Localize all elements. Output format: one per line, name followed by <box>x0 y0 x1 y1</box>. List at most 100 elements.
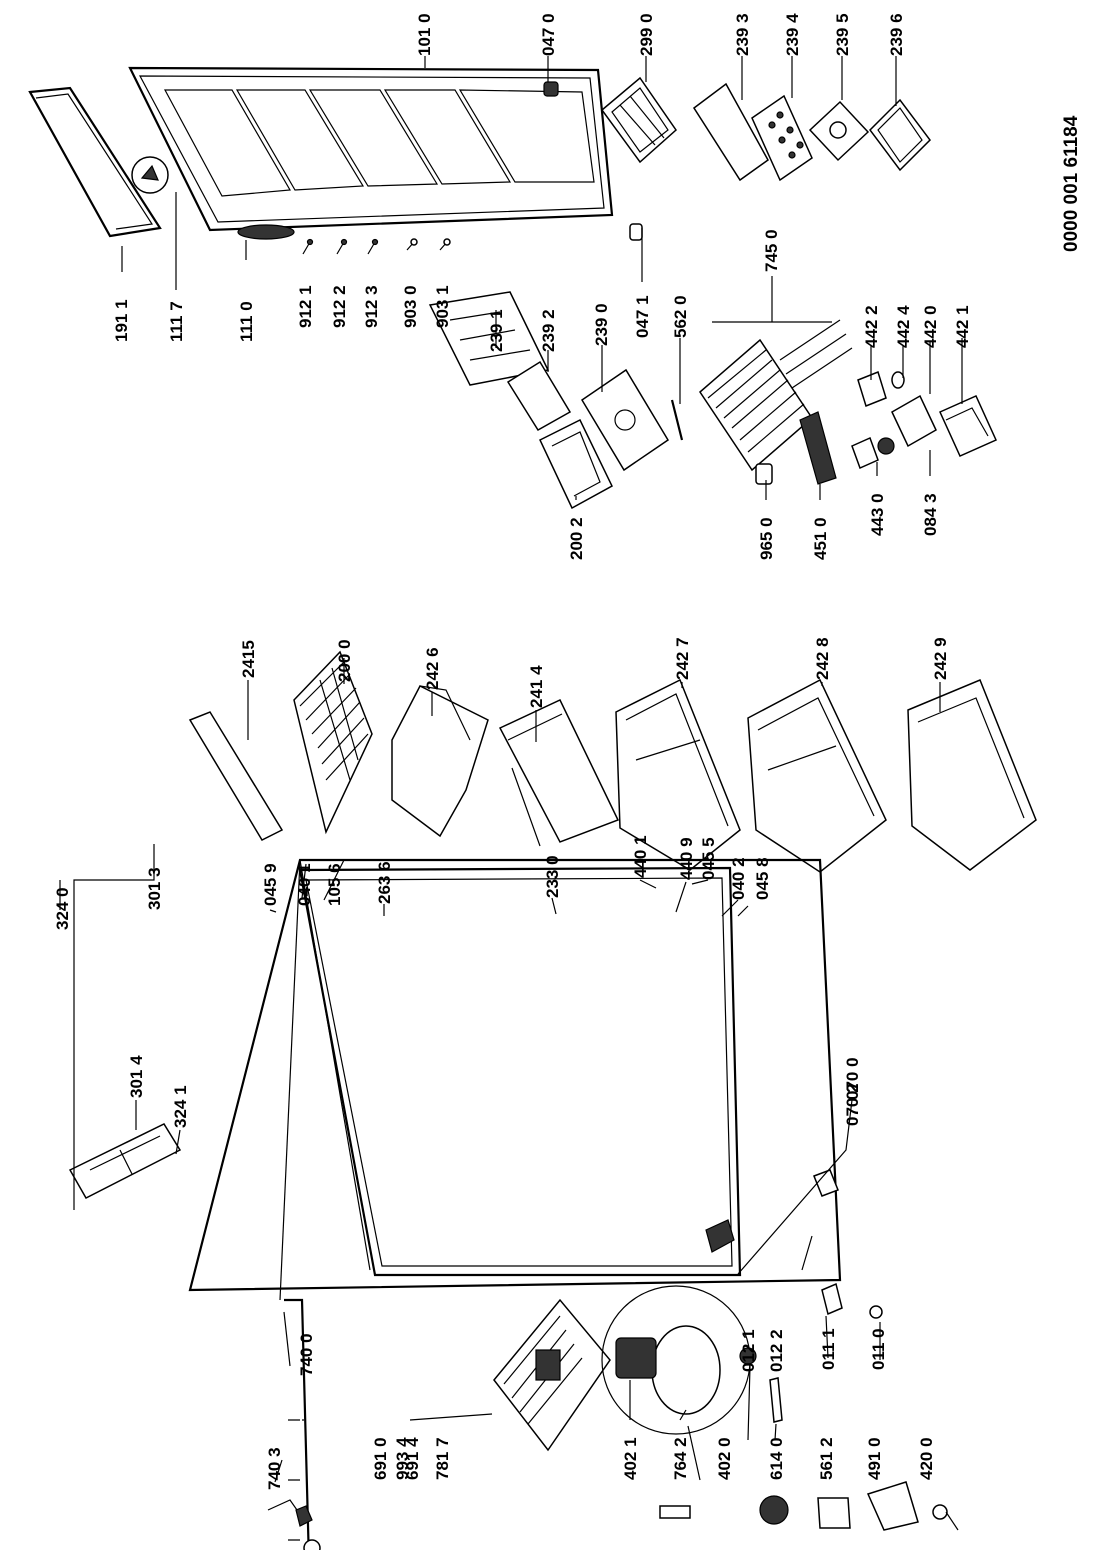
label-0121: 012 1 <box>739 1329 758 1372</box>
label-7403: 740 3 <box>265 1447 284 1490</box>
clip-9650 <box>755 463 773 485</box>
label-4420: 442 0 <box>921 305 940 348</box>
hinge-0471 <box>629 223 643 241</box>
label-2415: 2415 <box>239 640 258 678</box>
panel-2392 <box>506 360 572 432</box>
label-0458: 045 8 <box>753 857 772 900</box>
label-4020: 402 0 <box>715 1437 734 1480</box>
label-6140: 614 0 <box>767 1437 786 1480</box>
document-code: 0000 001 61184 <box>1061 115 1082 252</box>
cabinet-body <box>188 858 842 1301</box>
label-5620: 562 0 <box>671 295 690 338</box>
label-0401: 040 1 <box>295 863 314 906</box>
evaporator-7450 <box>699 319 853 472</box>
shelf-rail-2415 <box>188 711 284 841</box>
label-9121: 912 1 <box>296 285 315 328</box>
label-9934: 993 4 <box>393 1437 412 1480</box>
label-2990: 299 0 <box>637 13 656 56</box>
label-0402: 040 2 <box>729 857 748 900</box>
drawer-2429 <box>907 679 1037 871</box>
label-7450: 745 0 <box>762 229 781 272</box>
label-9030: 903 0 <box>401 285 420 328</box>
wire-shelf-2000 <box>293 650 373 835</box>
label-4401: 440 1 <box>631 835 650 878</box>
label-7400: 740 0 <box>297 1333 316 1376</box>
compressor-4020 <box>601 1285 783 1435</box>
label-0110: 011 0 <box>869 1328 888 1370</box>
label-2330: 233 0 <box>543 855 562 898</box>
feet-0110 <box>813 1169 883 1319</box>
label-2000: 200 0 <box>335 639 354 682</box>
label-0702: 070 2 <box>843 1083 862 1126</box>
label-0111: 011 1 <box>819 1328 838 1370</box>
pin-5620 <box>670 399 684 441</box>
side-strip-7400 <box>284 1298 310 1550</box>
label-2395: 239 5 <box>833 13 852 56</box>
cover-plate-2391 <box>428 291 550 386</box>
label-2636: 263 6 <box>375 861 394 904</box>
label-2429: 242 9 <box>931 637 950 680</box>
fan-cover-9934 <box>493 1298 611 1452</box>
label-9031: 903 1 <box>433 285 452 328</box>
hinge-clip-0470 <box>543 81 559 97</box>
door-panel-1010 <box>128 66 614 232</box>
label-2414: 241 4 <box>527 665 546 708</box>
label-2396: 239 6 <box>887 13 906 56</box>
label-4422: 442 2 <box>862 305 881 348</box>
label-1911: 191 1 <box>112 299 131 342</box>
tray-2393 <box>692 82 769 182</box>
drawer-2426 <box>391 684 489 838</box>
relay-parts-6140 <box>267 1481 959 1550</box>
handle-1110 <box>237 224 295 240</box>
basket-2990 <box>600 76 677 164</box>
label-1110: 111 0 <box>237 301 256 342</box>
label-3014: 301 4 <box>127 1055 146 1098</box>
heater-4510 <box>799 411 837 485</box>
egg-tray-2394 <box>751 94 813 182</box>
top-cover-3013 <box>68 1123 182 1199</box>
label-1056: 105 6 <box>325 863 344 906</box>
label-0455: 045 5 <box>699 837 718 880</box>
box-2396 <box>869 98 931 172</box>
drawer-2427 <box>615 678 741 871</box>
label-1010: 101 0 <box>415 13 434 56</box>
label-4021: 402 1 <box>621 1437 640 1480</box>
label-4910: 491 0 <box>865 1437 884 1480</box>
drawer-2428 <box>747 678 887 873</box>
label-2393: 239 3 <box>733 13 752 56</box>
label-2394: 239 4 <box>783 13 802 56</box>
label-4409: 440 9 <box>677 837 696 880</box>
flap-2414 <box>498 699 620 847</box>
label-7817: 781 7 <box>433 1437 452 1480</box>
label-5612: 561 2 <box>817 1437 836 1480</box>
label-9650: 965 0 <box>757 517 776 560</box>
label-9123: 912 3 <box>362 285 381 328</box>
label-0459: 045 9 <box>261 863 280 906</box>
label-1117: 111 7 <box>167 301 186 342</box>
label-2428: 242 8 <box>813 637 832 680</box>
label-0470: 047 0 <box>539 13 558 56</box>
label-2427: 242 7 <box>673 637 692 680</box>
label-4424: 442 4 <box>894 305 913 348</box>
label-2002: 200 2 <box>567 517 586 560</box>
label-6910: 691 0 <box>371 1437 390 1480</box>
label-4421: 442 1 <box>953 305 972 348</box>
label-0843: 084 3 <box>921 493 940 536</box>
ice-tray-2395 <box>808 100 870 162</box>
label-3013: 301 3 <box>145 867 164 910</box>
label-2391: 239 1 <box>487 309 506 352</box>
label-3241: 324 1 <box>171 1085 190 1128</box>
label-9122: 912 2 <box>330 285 349 328</box>
fan-housing-2390 <box>580 368 670 472</box>
label-0122: 012 2 <box>767 1329 786 1372</box>
hinge-bracket-0402 <box>705 1219 735 1253</box>
screws-9121-9031 <box>302 238 451 255</box>
label-2426: 242 6 <box>423 647 442 690</box>
door-gasket-1911 <box>28 86 162 238</box>
label-4430: 443 0 <box>868 493 887 536</box>
label-0471: 047 1 <box>633 295 652 338</box>
label-2392: 239 2 <box>539 309 558 352</box>
label-7642: 764 2 <box>671 1437 690 1480</box>
thermostat-parts-4420 <box>851 371 997 470</box>
